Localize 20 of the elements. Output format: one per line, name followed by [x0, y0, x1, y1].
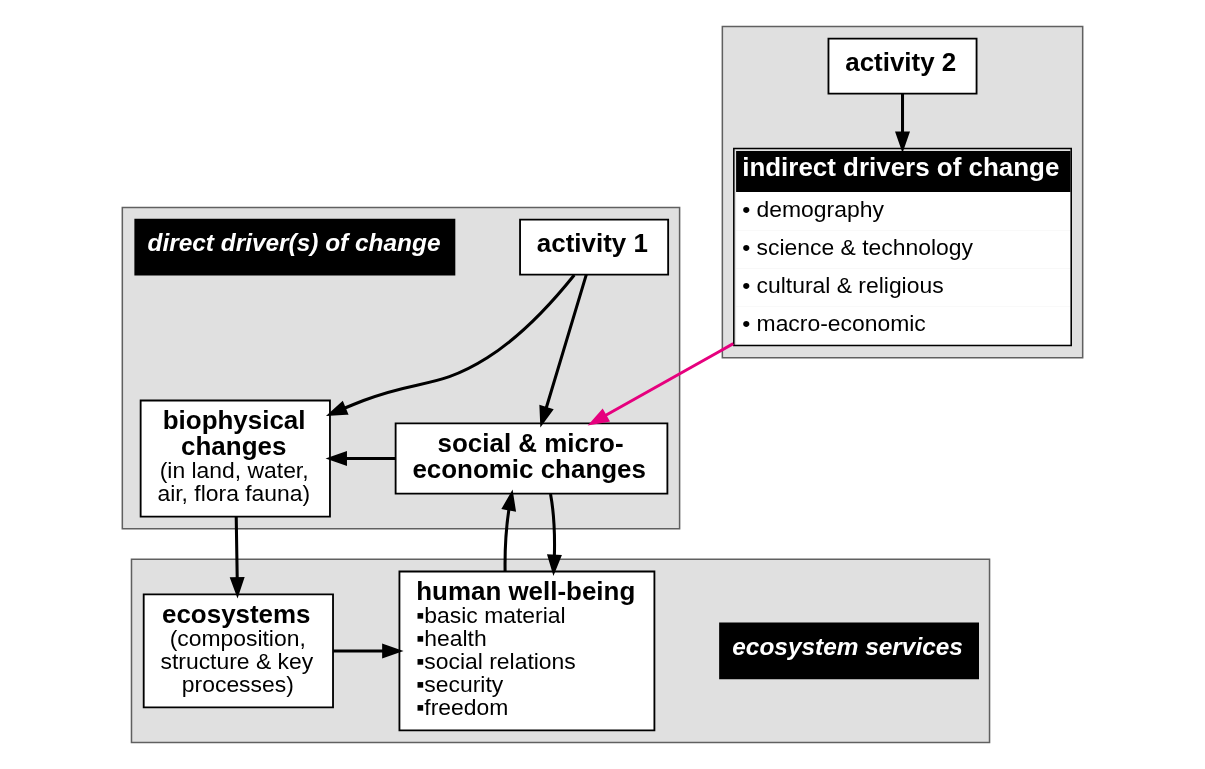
arrow	[325, 274, 576, 416]
arrow	[325, 451, 396, 467]
node-box: activity 2	[827, 37, 978, 95]
arrow	[229, 516, 245, 599]
node-box: human well-being ▪basic material ▪health ▪social relations ▪security ▪freedom	[398, 570, 656, 732]
arrow	[501, 489, 517, 572]
arrow	[895, 93, 910, 153]
node-box: activity 1	[519, 218, 670, 276]
node-box: social & micro-economic changes	[394, 422, 669, 495]
arrow	[546, 493, 562, 577]
node-box: ecosystem services	[719, 622, 979, 680]
cluster	[130, 558, 991, 744]
arrow	[539, 274, 588, 428]
arrow	[587, 342, 735, 426]
node-box: direct driver(s) of change	[134, 218, 456, 276]
cluster	[121, 206, 681, 530]
arrow	[333, 643, 404, 659]
cluster	[721, 25, 1084, 359]
node-box: ecosystems (composition, structure & key processes)	[142, 593, 334, 709]
node-box: biophysical changes (in land, water, air, flora fauna)	[139, 399, 331, 518]
